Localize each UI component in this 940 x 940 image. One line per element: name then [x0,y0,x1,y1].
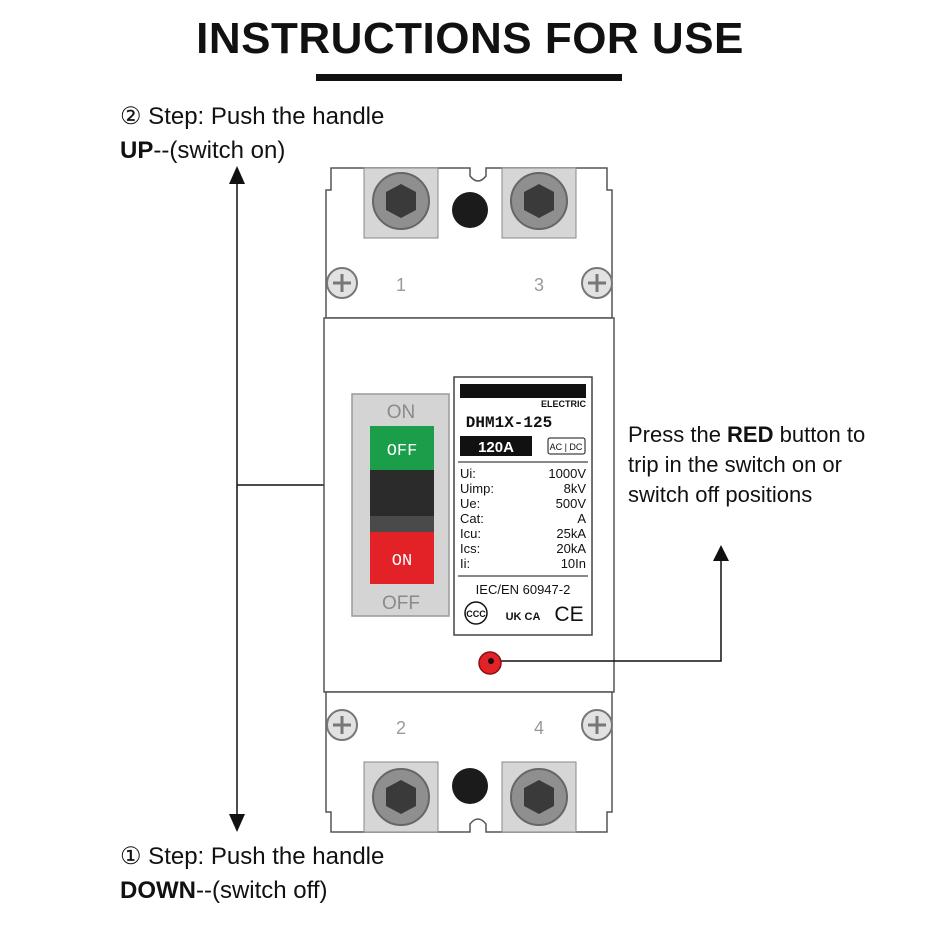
spec-table: Ui: 1000V Uimp: 8kV Ue: 500V Cat: A Icu: 25kA Ics:… [460,466,586,571]
rating-badge [460,436,532,456]
terminal-screw-1 [363,167,439,239]
top-hole [452,192,488,228]
terminal-label-1: 1 [396,275,406,295]
handle-red-label: ON [392,552,412,571]
spec-value: 10In [561,556,586,571]
step-down-line2: DOWN--(switch off) [120,874,384,908]
mount-screw-bottom-left [326,709,358,741]
spec-key: Ics: [460,541,480,556]
red-note-bold: RED [727,422,774,447]
terminal-label-4: 4 [534,718,544,738]
spec-key: Ue: [460,496,480,511]
step-down-line1: ① Step: Push the handle [120,843,385,870]
spec-value: 20kA [556,541,586,556]
red-trip-button-group [496,545,729,662]
terminal-screw-2 [363,761,439,833]
terminal-label-3: 3 [534,275,544,295]
handle-top-label: ON [387,402,416,423]
mount-screw-top-right [581,267,613,299]
up-down-arrow [229,166,245,832]
ccc-mark-text: CCC [466,609,486,619]
handle-bottom-label: OFF [382,593,420,614]
page-title: INSTRUCTIONS FOR USE [196,14,744,63]
spec-value: 500V [556,496,587,511]
brand-text: ELECTRIC [541,399,587,409]
spec-key: Ii: [460,556,470,571]
spec-key: Cat: [460,511,484,526]
step-down-instruction: ① Step: Push the handle DOWN--(switch of… [120,840,384,908]
spec-value: A [577,511,586,526]
red-trip-button[interactable] [478,651,502,675]
handle-green-segment [370,426,434,470]
standard-text: IEC/EN 60947-2 [476,582,571,597]
terminal-screw-4 [501,761,577,833]
nameplate: ELECTRIC DHM1X-125 120A AC | DC Ui: 1000V… [453,376,593,636]
handle-red-segment [370,532,434,584]
bottom-terminals: 2 4 [326,709,613,833]
title-underline [316,74,622,81]
mount-screw-bottom-right [581,709,613,741]
top-terminals: 1 3 [326,167,613,299]
step-up-line2: UP--(switch on) [120,134,384,168]
handle-grip [370,470,434,516]
spec-key: Ui: [460,466,476,481]
rating-text: 120A [478,439,514,456]
spec-value: 8kV [564,481,587,496]
spec-value: 1000V [548,466,586,481]
terminal-label-2: 2 [396,718,406,738]
handle-green-label: OFF [387,442,418,461]
red-note-before: Press the [628,422,728,447]
acdc-box [547,437,586,455]
ukca-mark: UK CA [506,611,541,623]
ce-mark-text: CE [554,603,583,626]
spec-value: 25kA [556,526,586,541]
step-down-bold: DOWN [120,877,196,904]
ce-mark: CE [554,603,583,626]
terminal-screw-3 [501,167,577,239]
brand-bar [460,384,586,398]
bottom-hole [452,768,488,804]
red-button-note: Press the RED button to trip in the swit… [628,420,868,510]
model-name: DHM1X-125 [466,414,552,432]
spec-key: Icu: [460,526,481,541]
handle-grip-lower [370,516,434,532]
mount-screw-top-left [326,267,358,299]
step-up-instruction: ② Step: Push the handle UP--(switch on) [120,100,384,168]
step-up-bold: UP [120,137,154,164]
step-up-line1: ② Step: Push the handle [120,103,385,130]
step-down-rest: --(switch off) [195,877,328,904]
acdc-text: AC | DC [550,442,583,452]
red-note-after: button to trip in the switch on or switc… [628,422,866,507]
ccc-mark: CCC [464,601,488,625]
breaker-handle[interactable]: ON OFF ON OFF [351,393,450,617]
ukca-mark-text: UK CA [506,611,541,623]
step-up-rest: --(switch on) [153,137,286,164]
spec-key: Uimp: [460,481,494,496]
